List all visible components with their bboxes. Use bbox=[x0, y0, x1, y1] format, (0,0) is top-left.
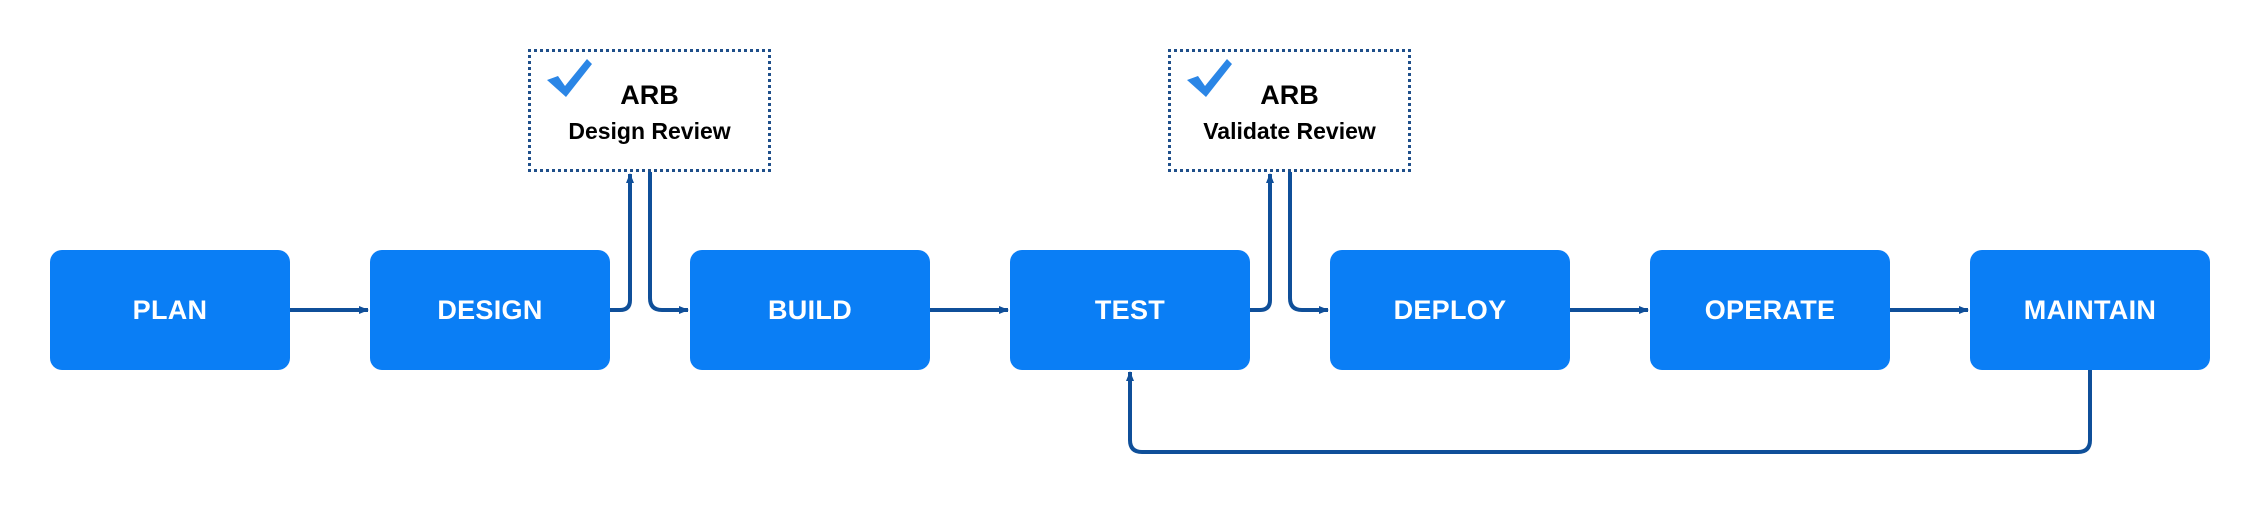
stage-design-label: DESIGN bbox=[437, 294, 543, 325]
arrow-review-to-deploy bbox=[1288, 172, 1329, 314]
stage-operate[interactable]: OPERATE bbox=[1650, 250, 1890, 370]
stage-test-label: TEST bbox=[1094, 294, 1166, 325]
review-design-title: ARB bbox=[620, 80, 679, 110]
review-design[interactable]: ARB Design Review bbox=[528, 49, 771, 172]
stage-build-label: BUILD bbox=[768, 294, 852, 325]
stage-operate-label: OPERATE bbox=[1704, 294, 1836, 325]
stage-maintain-label: MAINTAIN bbox=[2023, 294, 2157, 325]
checkmark-icon bbox=[1187, 59, 1232, 97]
arrow-design-to-review bbox=[610, 173, 634, 312]
review-validate-title: ARB bbox=[1260, 80, 1319, 110]
stage-design[interactable]: DESIGN bbox=[370, 250, 610, 370]
checkmark-icon bbox=[547, 59, 592, 97]
stage-test[interactable]: TEST bbox=[1010, 250, 1250, 370]
stage-plan[interactable]: PLAN bbox=[50, 250, 290, 370]
stage-plan-label: PLAN bbox=[132, 294, 208, 325]
arrow-maintain-to-test bbox=[1126, 370, 2092, 454]
arrow-review-to-build bbox=[648, 172, 689, 314]
stage-deploy-label: DEPLOY bbox=[1393, 294, 1507, 325]
arrow-test-to-review bbox=[1250, 173, 1274, 312]
review-design-subtitle: Design Review bbox=[568, 118, 731, 144]
review-validate[interactable]: ARB Validate Review bbox=[1168, 49, 1411, 172]
stage-deploy[interactable]: DEPLOY bbox=[1330, 250, 1570, 370]
stage-build[interactable]: BUILD bbox=[690, 250, 930, 370]
review-validate-subtitle: Validate Review bbox=[1203, 118, 1376, 144]
stage-maintain[interactable]: MAINTAIN bbox=[1970, 250, 2210, 370]
